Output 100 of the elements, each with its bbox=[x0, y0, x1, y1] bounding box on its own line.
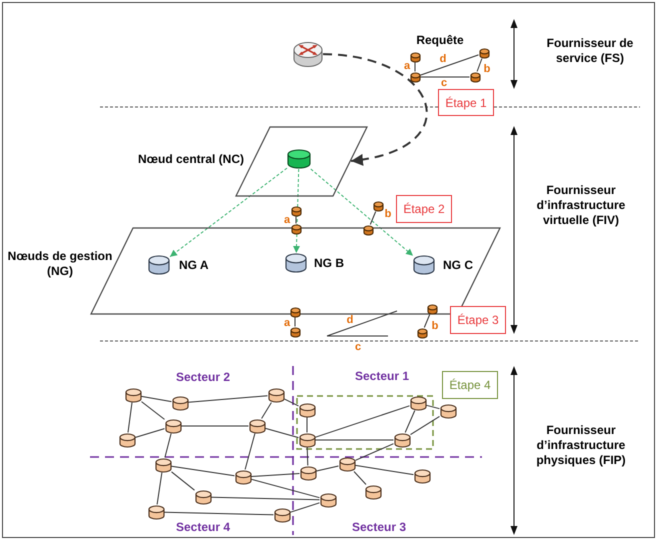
network-node-icon bbox=[298, 402, 316, 418]
link-line bbox=[404, 410, 416, 433]
link-line bbox=[171, 471, 195, 491]
edge-label: c bbox=[440, 78, 448, 88]
link-line bbox=[426, 404, 440, 410]
arrow bbox=[170, 168, 288, 258]
link-line bbox=[171, 466, 235, 476]
network-node-icon bbox=[410, 52, 420, 62]
network-node-icon bbox=[290, 224, 302, 234]
management-node-icon bbox=[148, 255, 170, 275]
edge-label: a bbox=[282, 215, 292, 225]
arrow bbox=[322, 53, 428, 165]
link-line bbox=[476, 58, 482, 72]
network-node-icon bbox=[194, 490, 212, 504]
network-node-icon bbox=[148, 504, 164, 520]
network-node-icon bbox=[274, 508, 290, 522]
network-node-icon bbox=[364, 484, 382, 500]
link-line bbox=[265, 428, 299, 438]
link-line bbox=[306, 417, 308, 433]
link-line bbox=[135, 428, 165, 438]
node-label: NG B bbox=[314, 256, 345, 271]
network-node-icon bbox=[414, 468, 430, 484]
network-node-icon bbox=[362, 224, 374, 236]
edge-label: b bbox=[482, 64, 492, 74]
network-node-icon bbox=[410, 396, 426, 410]
sector-label: Secteur 4 bbox=[174, 520, 232, 534]
link-line bbox=[355, 464, 414, 476]
link-line bbox=[164, 433, 172, 458]
node-label: NG C bbox=[443, 258, 474, 273]
router-icon bbox=[293, 40, 323, 68]
link-line bbox=[261, 402, 272, 419]
edge-label: b bbox=[384, 209, 392, 219]
link-line bbox=[244, 433, 256, 470]
link-line bbox=[251, 478, 320, 498]
network-node-icon bbox=[124, 388, 142, 402]
sector-label: Secteur 3 bbox=[350, 520, 408, 534]
network-node-icon bbox=[248, 418, 266, 434]
step-box: Étape 4 bbox=[442, 371, 498, 399]
network-node-icon bbox=[440, 404, 456, 418]
edge-label: a bbox=[282, 318, 292, 328]
network-node-icon bbox=[118, 432, 136, 448]
network-node-icon bbox=[478, 48, 490, 58]
network-node-icon bbox=[338, 456, 356, 472]
link-line bbox=[414, 62, 416, 72]
edge-label: d bbox=[438, 54, 448, 64]
provider-label: Fournisseur de service (FS) bbox=[546, 36, 634, 66]
link-line bbox=[316, 466, 339, 472]
edge-label: b bbox=[430, 321, 440, 331]
link-line bbox=[141, 401, 165, 420]
link-line bbox=[164, 512, 274, 516]
network-node-icon bbox=[164, 418, 182, 434]
network-node-icon bbox=[290, 306, 300, 318]
link-label: c bbox=[354, 342, 362, 352]
link-line bbox=[424, 314, 430, 328]
node-label: NG A bbox=[179, 258, 210, 273]
edge-label: a bbox=[402, 61, 412, 71]
link-line bbox=[420, 76, 470, 78]
network-node-icon bbox=[470, 72, 480, 82]
link-line bbox=[370, 211, 376, 225]
link-line bbox=[306, 447, 308, 466]
link-line bbox=[294, 317, 296, 327]
network-node-icon bbox=[268, 388, 284, 402]
arrow bbox=[293, 168, 300, 254]
network-node-icon bbox=[416, 328, 428, 338]
link-line bbox=[211, 496, 320, 500]
link-line bbox=[355, 443, 394, 461]
step-box: Étape 3 bbox=[450, 306, 506, 334]
step-box: Étape 1 bbox=[438, 89, 494, 116]
sector-label: Secteur 2 bbox=[174, 370, 232, 384]
provider-label: Fournisseur d’infrastructure virtuelle (FIV) bbox=[536, 183, 626, 228]
link-line bbox=[420, 54, 479, 76]
network-node-icon bbox=[154, 458, 172, 472]
network-node-icon bbox=[290, 206, 302, 216]
management-node-icon bbox=[285, 253, 307, 273]
link-line bbox=[410, 416, 440, 436]
network-node-icon bbox=[426, 304, 438, 314]
node-label: Nœud central (NC) bbox=[137, 152, 244, 167]
step-box: Étape 2 bbox=[396, 195, 452, 223]
node-label: Nœuds de gestion (NG) bbox=[6, 249, 114, 279]
network-node-icon bbox=[300, 466, 316, 480]
management-node-icon bbox=[413, 255, 435, 275]
network-node-icon bbox=[298, 432, 316, 448]
sector-label: Secteur 1 bbox=[354, 369, 410, 383]
network-node-icon bbox=[290, 326, 300, 338]
link-line bbox=[251, 473, 300, 477]
link-line bbox=[141, 396, 172, 402]
link-line bbox=[188, 395, 268, 403]
network-node-icon bbox=[394, 432, 410, 448]
network-node-icon bbox=[320, 492, 336, 508]
link-line bbox=[315, 405, 410, 438]
network-node-icon bbox=[372, 200, 384, 212]
link-line bbox=[354, 471, 366, 485]
request-label: Requête bbox=[415, 33, 465, 48]
link-line bbox=[284, 398, 299, 406]
network-node-icon bbox=[234, 470, 252, 484]
arrow bbox=[310, 168, 414, 256]
provider-label: Fournisseur d’infrastructure physiques (FIP) bbox=[535, 423, 627, 468]
link-label: d bbox=[346, 315, 354, 325]
link-line bbox=[156, 472, 162, 505]
central-node-icon bbox=[287, 149, 311, 169]
